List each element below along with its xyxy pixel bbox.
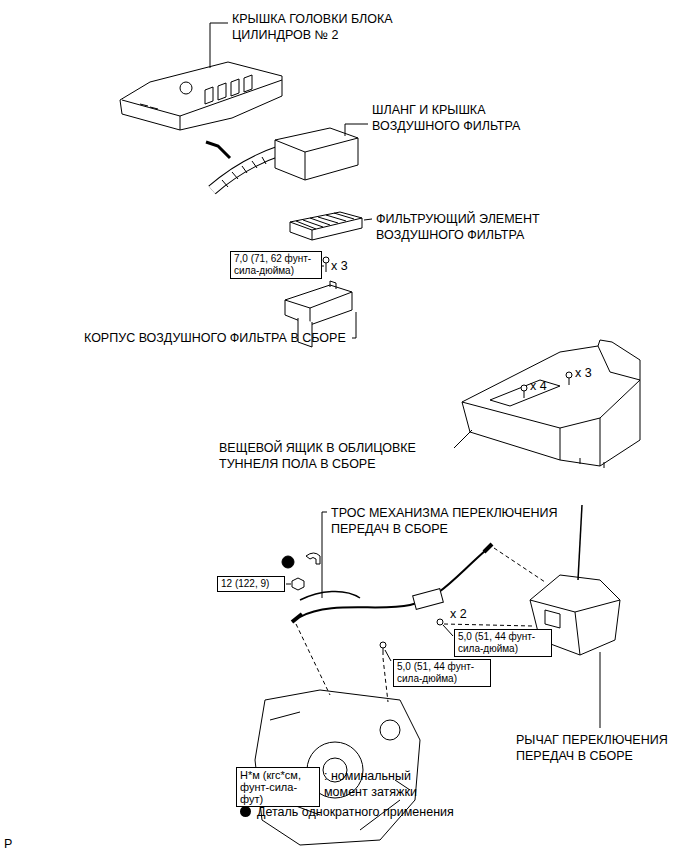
legend-row: Деталь однократного применения	[240, 804, 454, 820]
air-cleaner-case	[326, 263, 327, 272]
air-hose-and-cap	[212, 150, 282, 190]
shift-lever	[545, 610, 560, 628]
leader-lines	[600, 652, 601, 728]
leader-lines	[454, 430, 472, 448]
air-hose-and-cap	[212, 150, 282, 190]
part-label: КРЫШКА ГОЛОВКИ БЛОКА ЦИЛИНДРОВ № 2	[232, 11, 447, 43]
shift-cable	[383, 648, 384, 655]
shift-cable	[292, 614, 302, 622]
leader-lines	[443, 625, 453, 636]
torque-value: 12 (122, 9)	[221, 578, 281, 590]
cylinder-head-cover	[180, 82, 192, 94]
one-time-use-mark	[282, 556, 294, 568]
shift-lever	[578, 505, 582, 580]
part-label: x 3	[575, 365, 592, 381]
torque-value: Н*м (кгс*см, фунт-сила-фут)	[240, 769, 316, 805]
torque-value: 7,0 (71, 62 фунт-сила-дюйма)	[234, 253, 318, 277]
shift-cable	[413, 589, 444, 610]
leader-lines	[286, 584, 291, 585]
console-box	[462, 340, 640, 466]
part-label: КОРПУС ВОЗДУШНОГО ФИЛЬТРА В СБОРЕ	[84, 330, 349, 346]
air-cleaner-case	[330, 281, 336, 289]
cylinder-head-cover	[180, 116, 181, 130]
air-cleaner-case	[323, 257, 329, 263]
shift-cable	[380, 642, 386, 648]
shift-cable	[300, 550, 486, 617]
air-cleaner-case	[285, 292, 352, 325]
leader-lines	[322, 266, 324, 267]
guide-lines	[296, 624, 330, 695]
leader-lines	[345, 124, 368, 136]
air-hose-and-cap	[275, 138, 358, 180]
part-label: x 3	[331, 258, 348, 274]
part-label: ТРОС МЕХАНИЗМА ПЕРЕКЛЮЧЕНИЯ ПЕРЕДАЧ В СБ…	[331, 505, 606, 537]
part-label: ФИЛЬТРУЮЩИЙ ЭЛЕМЕНТ ВОЗДУШНОГО ФИЛЬТРА	[376, 211, 576, 243]
leader-lines	[210, 23, 600, 728]
filter-element	[290, 218, 362, 240]
console-box	[569, 378, 570, 385]
shift-cable	[300, 591, 360, 600]
air-hose-and-cap	[206, 142, 230, 158]
part-label: : номинальный момент затяжки	[324, 768, 434, 800]
part-label: ШЛАНГ И КРЫШКА ВОЗДУШНОГО ФИЛЬТРА	[372, 102, 557, 134]
air-hose-and-cap	[222, 157, 266, 187]
leader-lines	[385, 650, 391, 661]
torque-value: 5,0 (51, 44 фунт-сила-дюйма)	[397, 661, 487, 685]
torque-value: 5,0 (51, 44 фунт-сила-дюйма)	[458, 631, 548, 655]
cylinder-head-cover	[122, 80, 282, 116]
console-box	[521, 385, 527, 391]
console-box	[490, 380, 560, 406]
part-label: ВЕЩЕВОЙ ЯЩИК В ОБЛИЦОВКЕ ТУННЕЛЯ ПОЛА В …	[219, 440, 454, 472]
leader-lines	[352, 312, 356, 338]
torque-box: 12 (122, 9)	[217, 576, 285, 592]
air-hose-and-cap	[206, 128, 358, 190]
filter-element	[296, 213, 354, 229]
shift-cable	[292, 578, 304, 590]
air-cleaner-case	[285, 285, 352, 325]
guide-lines	[444, 624, 532, 626]
shift-cable	[437, 619, 443, 625]
shift-cable	[484, 544, 492, 552]
console-box	[462, 340, 640, 468]
filter-element	[290, 212, 362, 240]
guide-lines	[383, 658, 388, 702]
part-label: РЫЧАГ ПЕРЕКЛЮЧЕНИЯ ПЕРЕДАЧ В СБОРЕ	[516, 732, 684, 764]
part-label: x 2	[450, 606, 467, 622]
cylinder-head-cover	[205, 75, 252, 104]
cylinder-head-cover	[140, 104, 158, 109]
leader-lines	[322, 512, 327, 598]
shift-cable	[306, 553, 320, 564]
console-box	[524, 391, 525, 398]
legend-text: Деталь однократного применения	[257, 805, 454, 819]
console-box	[580, 458, 604, 468]
part-label: P	[4, 836, 12, 852]
console-box	[462, 380, 640, 428]
transaxle	[380, 720, 400, 740]
guide-lines	[494, 548, 545, 582]
cylinder-head-cover	[120, 62, 282, 130]
guide-lines	[296, 548, 545, 702]
torque-box: 7,0 (71, 62 фунт-сила-дюйма)	[230, 251, 322, 279]
console-box	[566, 372, 572, 378]
cylinder-head-cover	[120, 62, 282, 130]
torque-box: 5,0 (51, 44 фунт-сила-дюйма)	[393, 659, 491, 687]
part-label: x 4	[530, 378, 547, 394]
leader-lines	[364, 219, 372, 220]
console-box	[598, 346, 640, 380]
torque-box: Н*м (кгс*см, фунт-сила-фут)	[236, 767, 320, 807]
air-hose-and-cap	[275, 128, 358, 180]
torque-box: 5,0 (51, 44 фунт-сила-дюйма)	[454, 629, 552, 657]
filter-element	[290, 212, 362, 240]
legend-symbol	[240, 806, 251, 817]
leader-lines	[210, 23, 228, 68]
